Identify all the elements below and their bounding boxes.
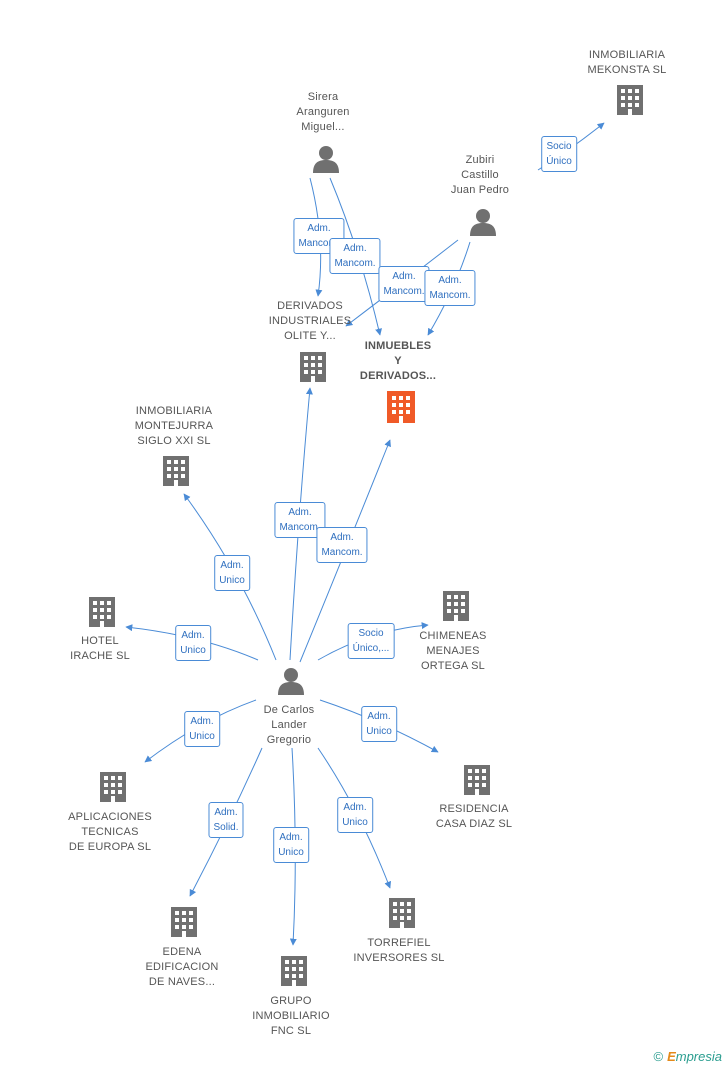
- edge-label-decarlos-to-residencia[interactable]: Adm. Unico: [361, 706, 397, 742]
- node-label-montejurra[interactable]: INMOBILIARIA MONTEJURRA SIGLO XXI SL: [134, 405, 214, 447]
- node-label-chimeneas[interactable]: CHIMENEAS MENAJES ORTEGA SL: [419, 630, 487, 672]
- node-label-aplicaciones[interactable]: APLICACIONES TECNICAS DE EUROPA SL: [68, 811, 152, 853]
- building-icon-grupo[interactable]: [281, 956, 307, 986]
- building-icon-montejurra[interactable]: [163, 456, 189, 486]
- empresia-brand: ©Empresia: [653, 1049, 722, 1064]
- brand-rest: mpresia: [675, 1049, 722, 1064]
- node-label-zubiri[interactable]: Zubiri Castillo Juan Pedro: [450, 154, 510, 196]
- node-label-inmuebles[interactable]: INMUEBLES Y DERIVADOS...: [359, 340, 437, 382]
- copyright-symbol: ©: [653, 1049, 664, 1064]
- edge-label-decarlos-to-montejurra[interactable]: Adm. Unico: [214, 555, 250, 591]
- building-icon-chimeneas[interactable]: [443, 591, 469, 621]
- node-label-sirera[interactable]: Sirera Aranguren Miguel...: [296, 91, 350, 133]
- node-label-edena[interactable]: EDENA EDIFICACION DE NAVES...: [145, 946, 219, 988]
- building-icon-mekonsta[interactable]: [617, 85, 643, 115]
- edge-label-sirera-to-inmuebles[interactable]: Adm. Mancom.: [329, 238, 381, 274]
- edge-label-zubiri-to-derivados_ind[interactable]: Adm. Mancom.: [378, 266, 430, 302]
- building-icon-edena[interactable]: [171, 907, 197, 937]
- edge-label-zubiri-to-inmuebles[interactable]: Adm. Mancom.: [424, 270, 476, 306]
- person-icon-decarlos[interactable]: [278, 668, 304, 695]
- node-label-grupo[interactable]: GRUPO INMOBILIARIO FNC SL: [252, 995, 330, 1037]
- building-icon-derivados_ind[interactable]: [300, 352, 326, 382]
- building-icon-aplicaciones[interactable]: [100, 772, 126, 802]
- edge-label-zubiri-to-mekonsta[interactable]: Socio Único: [541, 136, 577, 172]
- node-label-hotel[interactable]: HOTEL IRACHE SL: [70, 635, 130, 662]
- edge-label-decarlos-to-grupo[interactable]: Adm. Unico: [273, 827, 309, 863]
- edge-label-decarlos-to-torrefiel[interactable]: Adm. Unico: [337, 797, 373, 833]
- node-label-torrefiel[interactable]: TORREFIEL INVERSORES SL: [353, 937, 445, 964]
- node-icons: [89, 85, 643, 986]
- edge-label-decarlos-to-derivados_ind[interactable]: Adm. Mancom.: [274, 502, 326, 538]
- node-label-mekonsta[interactable]: INMOBILIARIA MEKONSTA SL: [587, 49, 667, 76]
- edge-label-decarlos-to-edena[interactable]: Adm. Solid.: [208, 802, 244, 838]
- edge-label-decarlos-to-hotel[interactable]: Adm. Unico: [175, 625, 211, 661]
- edge-label-decarlos-to-inmuebles[interactable]: Adm. Mancom.: [316, 527, 368, 563]
- building-icon-torrefiel[interactable]: [389, 898, 415, 928]
- node-label-residencia[interactable]: RESIDENCIA CASA DIAZ SL: [435, 803, 513, 830]
- node-label-decarlos[interactable]: De Carlos Lander Gregorio: [263, 704, 315, 746]
- brand-first-letter: E: [667, 1049, 676, 1064]
- person-icon-sirera[interactable]: [313, 146, 339, 173]
- person-icon-zubiri[interactable]: [470, 209, 496, 236]
- edge-label-decarlos-to-aplicaciones[interactable]: Adm. Unico: [184, 711, 220, 747]
- building-icon-inmuebles[interactable]: [387, 391, 415, 423]
- building-icon-residencia[interactable]: [464, 765, 490, 795]
- node-label-derivados_ind[interactable]: DERIVADOS INDUSTRIALES OLITE Y...: [268, 300, 352, 342]
- building-icon-hotel[interactable]: [89, 597, 115, 627]
- edge-label-decarlos-to-chimeneas[interactable]: Socio Único,...: [347, 623, 395, 659]
